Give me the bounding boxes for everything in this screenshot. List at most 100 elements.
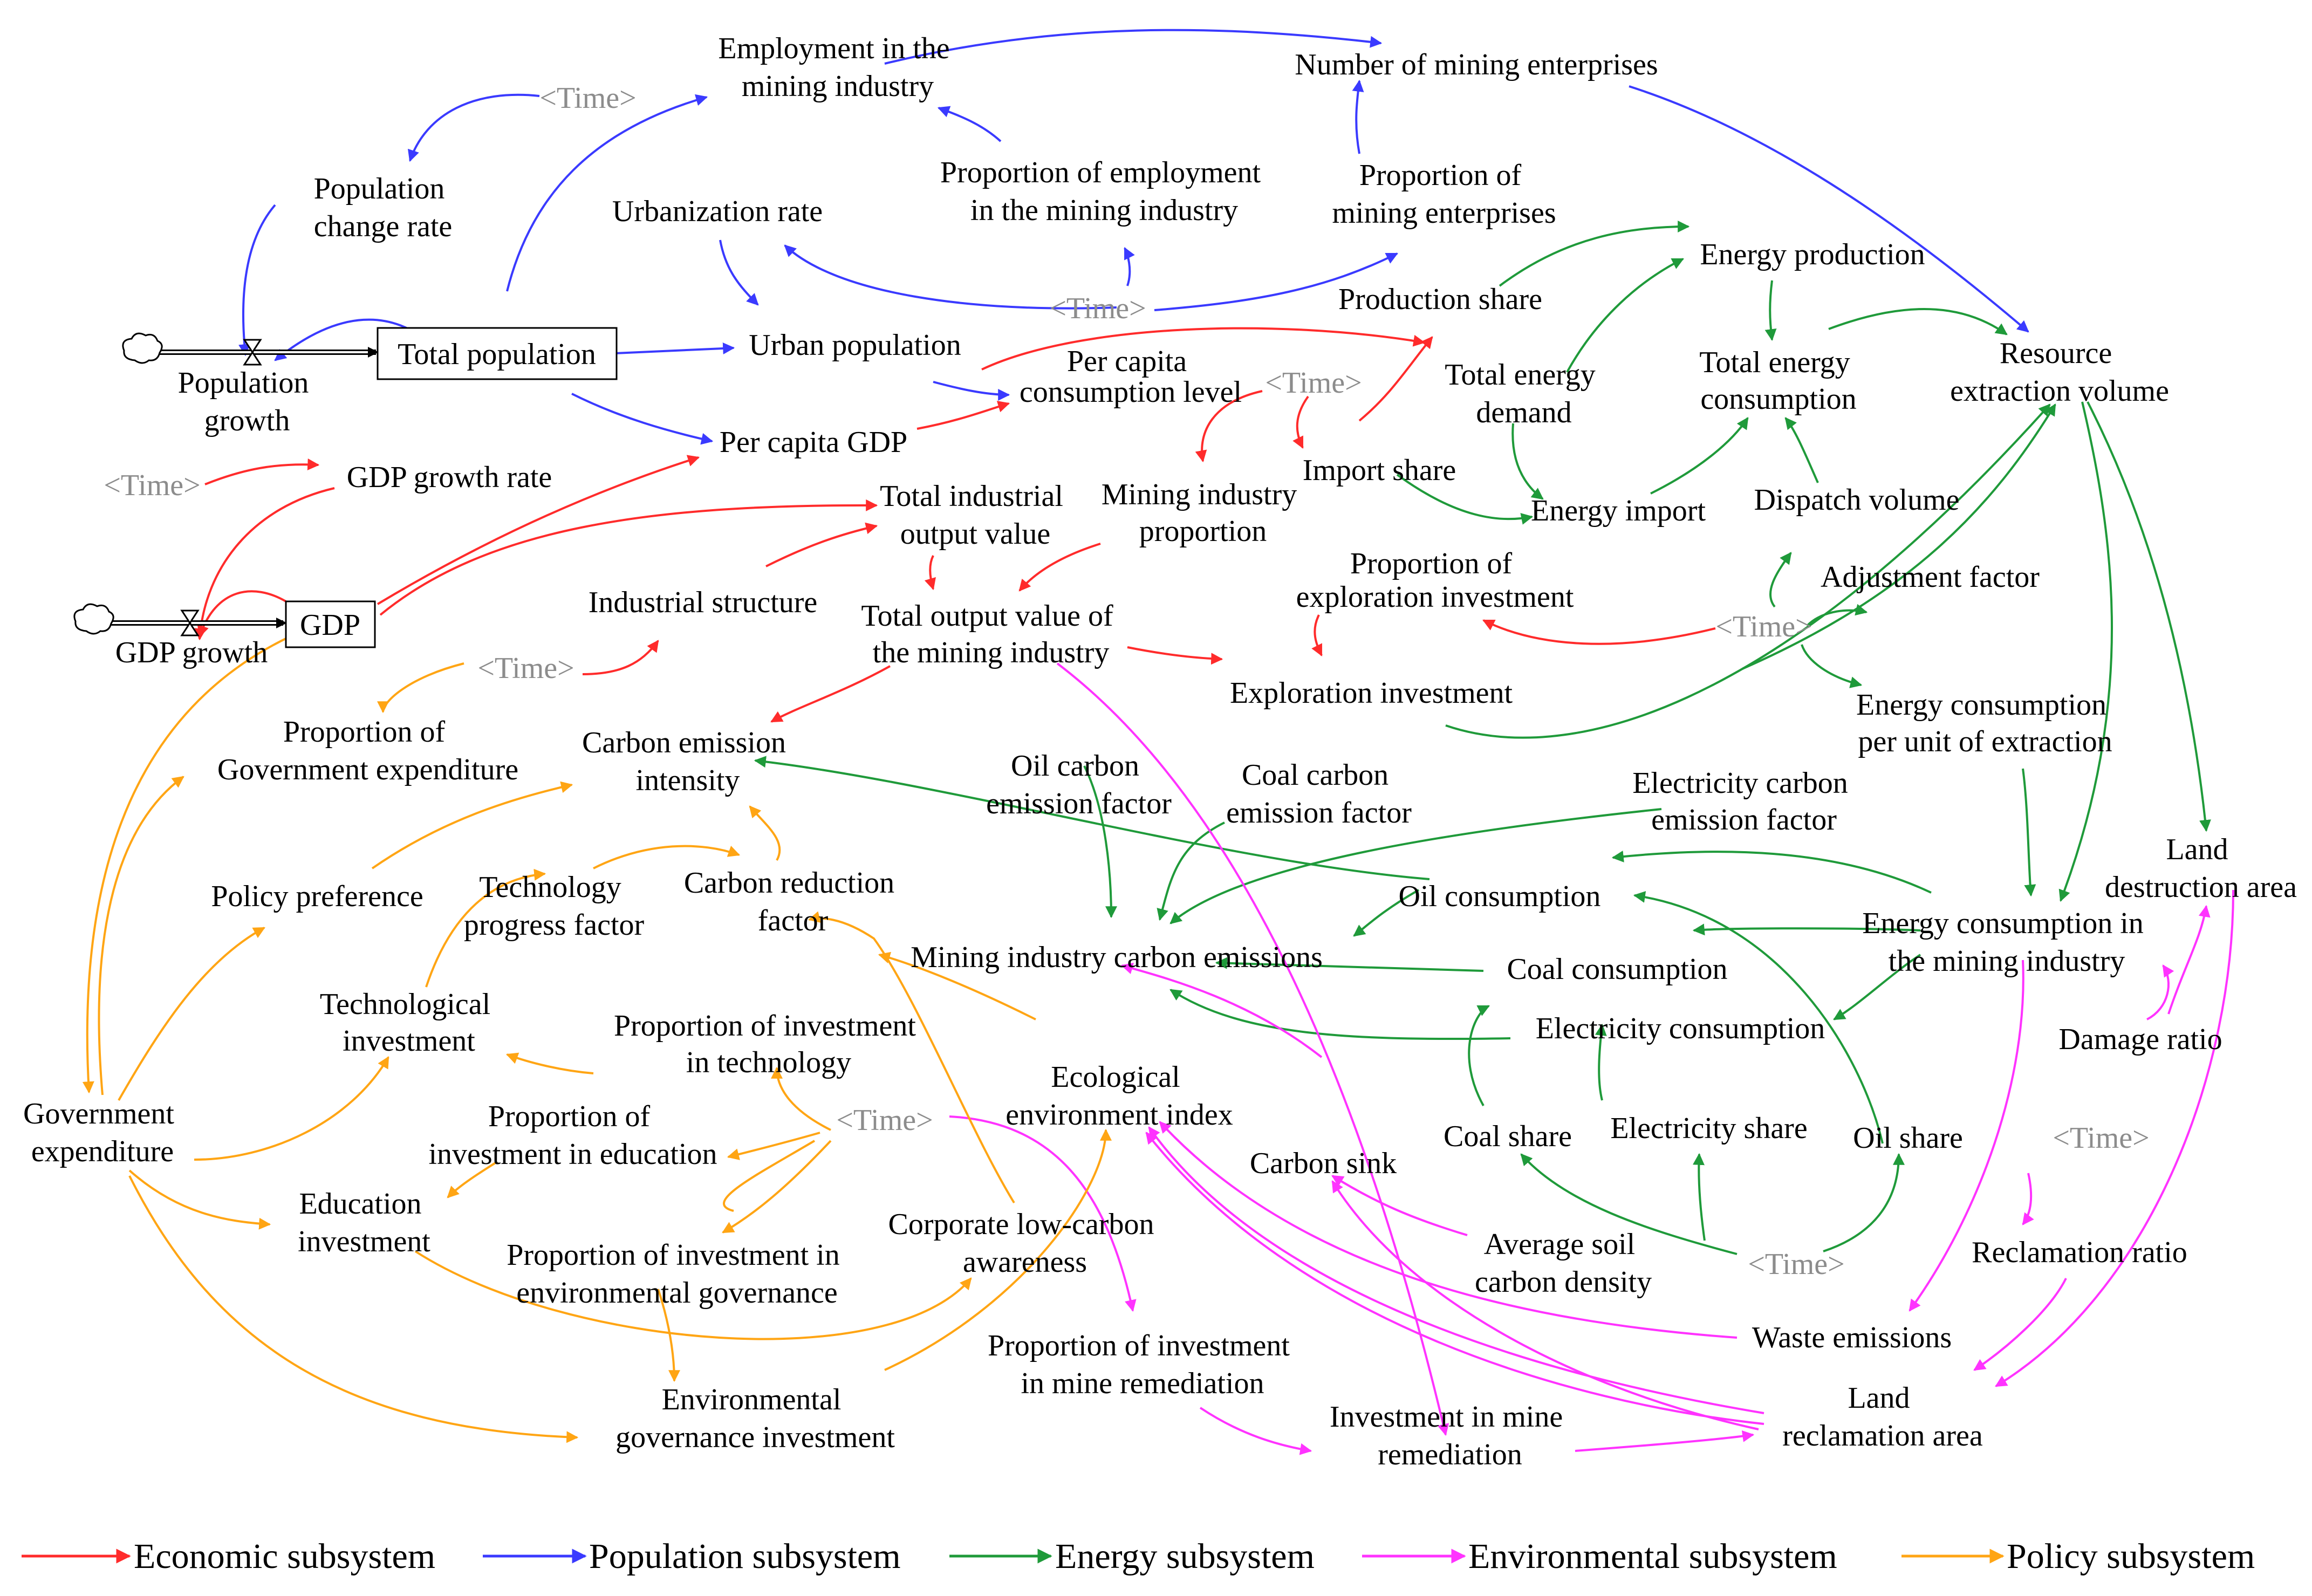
var-mining-carbon-emissions: Mining industry carbon emissions: [911, 941, 1323, 974]
link: [118, 927, 265, 1101]
var-technological-investment: Technological investment: [320, 988, 498, 1058]
var-average-soil-carbon-density: Average soil carbon density: [1475, 1228, 1652, 1299]
time-label: <Time>: [477, 652, 574, 685]
time-label: <Time>: [1715, 610, 1812, 643]
link: [377, 455, 700, 605]
link: [1018, 543, 1101, 592]
link: [1396, 474, 1534, 525]
link: [505, 1052, 594, 1074]
link: [1784, 417, 1819, 483]
link: [1169, 989, 1511, 1040]
link: [82, 630, 303, 1094]
link: [1693, 1153, 1706, 1241]
link: [765, 522, 878, 567]
link: [1331, 1175, 1468, 1236]
stock-total-population: Total population: [398, 338, 596, 371]
var-reclamation-ratio: Reclamation ratio: [1972, 1236, 2187, 1269]
time-label: <Time>: [836, 1104, 933, 1137]
flow-population-growth: Population growth: [178, 366, 317, 437]
link: [1629, 85, 2029, 333]
flow-labels: Population growth GDP growth: [115, 366, 317, 669]
link: [1633, 891, 1884, 1144]
link: [727, 1132, 820, 1160]
link: [614, 343, 735, 354]
link: [1482, 619, 1716, 645]
link: [447, 1161, 497, 1198]
legend: Economic subsystem Population subsystem …: [22, 1537, 2255, 1576]
link: [1823, 1153, 1905, 1252]
link: [1520, 1153, 1738, 1255]
var-oil-carbon-factor: Oil carbon emission factor: [986, 749, 1172, 820]
link: [1833, 954, 1921, 1020]
link: [1499, 221, 1690, 287]
link: [749, 805, 781, 861]
flow-gdp-growth: GDP growth: [115, 636, 268, 669]
var-coal-share: Coal share: [1444, 1120, 1572, 1153]
var-waste-emissions: Waste emissions: [1752, 1321, 1952, 1354]
var-per-capita-consumption: Per capita consumption level: [1020, 345, 1242, 409]
link: [722, 1140, 832, 1234]
link: [884, 29, 1383, 65]
legend-label-economic: Economic subsystem: [134, 1537, 435, 1576]
var-carbon-reduction-factor: Carbon reduction factor: [684, 866, 902, 937]
var-total-energy-demand: Total energy demand: [1445, 358, 1603, 429]
link: [1358, 336, 1433, 422]
link: [582, 640, 659, 675]
stocks: Total population GDP: [285, 327, 618, 648]
link: [1083, 765, 1117, 919]
legend-label-environmental: Environmental subsystem: [1468, 1537, 1837, 1576]
link: [754, 756, 1430, 880]
var-prop-employment-mining: Proportion of employment in the mining i…: [940, 156, 1268, 227]
var-number-mining-enterprises: Number of mining enterprises: [1295, 48, 1658, 81]
var-gdp-growth-rate: GDP growth rate: [347, 461, 552, 494]
link: [2058, 401, 2113, 902]
link: [194, 487, 335, 641]
var-import-share: Import share: [1303, 454, 1456, 487]
var-prop-invest-education: Proportion of investment in education: [429, 1100, 717, 1171]
link: [1157, 821, 1225, 921]
var-investment-mine-remediation: Investment in mine remediation: [1330, 1400, 1570, 1471]
link: [238, 204, 276, 357]
link: [1120, 962, 1323, 1058]
var-energy-consumption-mining: Energy consumption in the mining industr…: [1862, 907, 2151, 978]
link: [1292, 395, 1309, 449]
time-label: <Time>: [1265, 366, 1362, 400]
link: [204, 458, 320, 485]
var-per-capita-gdp: Per capita GDP: [720, 426, 907, 459]
time-labels: <Time> <Time> <Time> <Time> <Time> <Time…: [104, 81, 2149, 1281]
link: [1511, 423, 1544, 500]
var-population-change-rate: Population change rate: [314, 172, 453, 243]
link: [1154, 252, 1398, 311]
stock-box-gdp: [285, 600, 376, 648]
time-label: <Time>: [104, 469, 200, 502]
variables: Employment in the mining industry Number…: [23, 32, 2297, 1471]
link: [770, 665, 891, 723]
var-land-destruction-area: Land destruction area: [2105, 833, 2297, 904]
link: [128, 1169, 271, 1230]
valve-icon: [243, 339, 262, 366]
link: [949, 1115, 1137, 1312]
link: [1311, 614, 1323, 656]
link: [1468, 1005, 1490, 1106]
var-prop-mining-enterprises: Proportion of mining enterprises: [1332, 159, 1556, 230]
link: [937, 106, 1002, 142]
energy-links: [754, 221, 2211, 1255]
link: [1828, 308, 2008, 335]
link: [1611, 850, 1932, 894]
link: [407, 93, 540, 162]
link: [506, 94, 708, 292]
var-energy-import: Energy import: [1531, 494, 1706, 528]
link: [2167, 905, 2211, 1015]
link: [2146, 964, 2174, 1020]
link: [425, 868, 546, 988]
var-resource-extraction: Resource extraction volume: [1950, 337, 2169, 408]
time-label: <Time>: [1748, 1248, 1844, 1281]
var-prop-invest-technology: Proportion of investment in technology: [614, 1009, 924, 1079]
link: [657, 1289, 680, 1382]
legend-label-energy: Energy subsystem: [1055, 1537, 1315, 1576]
link: [379, 499, 878, 616]
link: [98, 776, 184, 1095]
time-label: <Time>: [2053, 1121, 2149, 1155]
link: [1127, 646, 1223, 665]
link: [2087, 401, 2211, 832]
